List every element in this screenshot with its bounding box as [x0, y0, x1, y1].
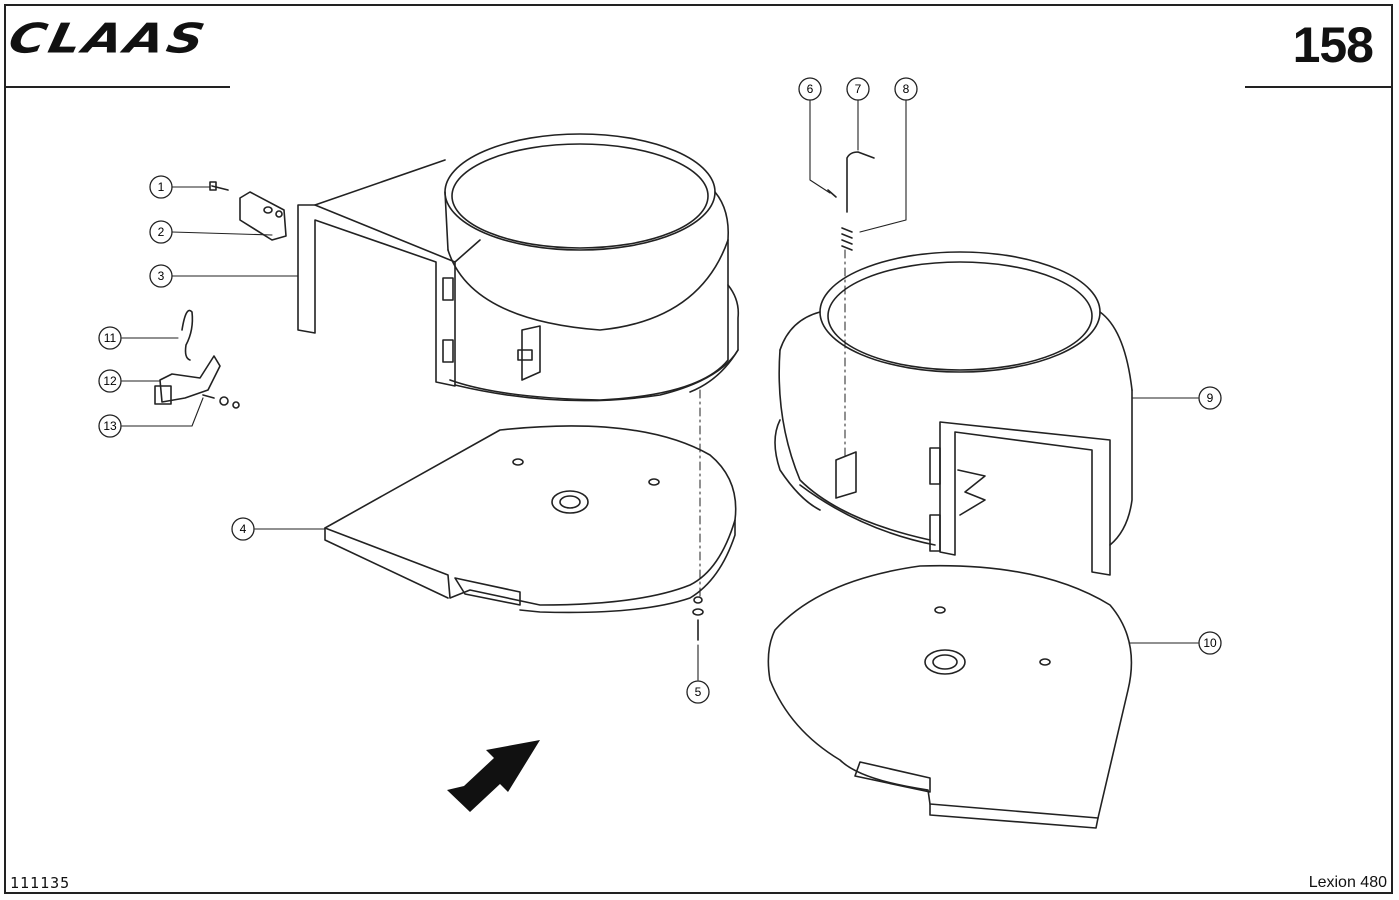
- fastener-5: [692, 596, 704, 641]
- left-housing: [297, 133, 740, 402]
- page-number: 158: [1292, 17, 1374, 73]
- bolt-1: [209, 181, 229, 191]
- right-housing: [774, 251, 1133, 576]
- leader-lines: [121, 99, 1199, 681]
- callout-9: 9: [1198, 386, 1222, 410]
- svg-text:10: 10: [1203, 636, 1217, 650]
- latch-12: [154, 355, 221, 405]
- spring-8: [841, 227, 853, 251]
- callout-7: 7: [846, 77, 870, 101]
- callout-5: 5: [686, 680, 710, 704]
- svg-text:4: 4: [240, 522, 247, 536]
- hinge-plate-2: [239, 191, 287, 241]
- svg-text:6: 6: [807, 82, 814, 96]
- callout-6: 6: [798, 77, 822, 101]
- svg-text:13: 13: [103, 419, 117, 433]
- callout-1: 1: [149, 175, 173, 199]
- callout-3: 3: [149, 264, 173, 288]
- callout-2: 2: [149, 220, 173, 244]
- right-base-plate: [767, 564, 1133, 829]
- svg-text:1: 1: [158, 180, 165, 194]
- header-divider-left: [6, 86, 230, 88]
- svg-text:5: 5: [695, 685, 702, 699]
- svg-text:2: 2: [158, 225, 165, 239]
- spring-clip-11: [181, 309, 194, 361]
- callout-4: 4: [231, 517, 255, 541]
- model-name: Lexion 480: [1308, 874, 1387, 891]
- left-base-plate: [324, 425, 737, 614]
- direction-arrow: [447, 740, 540, 812]
- callout-11: 11: [98, 326, 122, 350]
- svg-text:3: 3: [158, 269, 165, 283]
- l-rod-7: [846, 151, 875, 213]
- pin-6: [827, 189, 837, 198]
- svg-text:8: 8: [903, 82, 910, 96]
- callout-13: 13: [98, 414, 122, 438]
- page-frame: [4, 4, 1393, 894]
- svg-text:11: 11: [104, 331, 117, 345]
- alignment-lines: [699, 249, 846, 601]
- callout-12: 12: [98, 369, 122, 393]
- document-id: 111135: [10, 874, 71, 892]
- callout-10: 10: [1198, 631, 1222, 655]
- svg-text:7: 7: [855, 82, 862, 96]
- screw-13: [202, 394, 240, 409]
- svg-text:12: 12: [103, 374, 117, 388]
- header-divider-right: [1245, 86, 1393, 88]
- callout-8: 8: [894, 77, 918, 101]
- svg-text:9: 9: [1207, 391, 1214, 405]
